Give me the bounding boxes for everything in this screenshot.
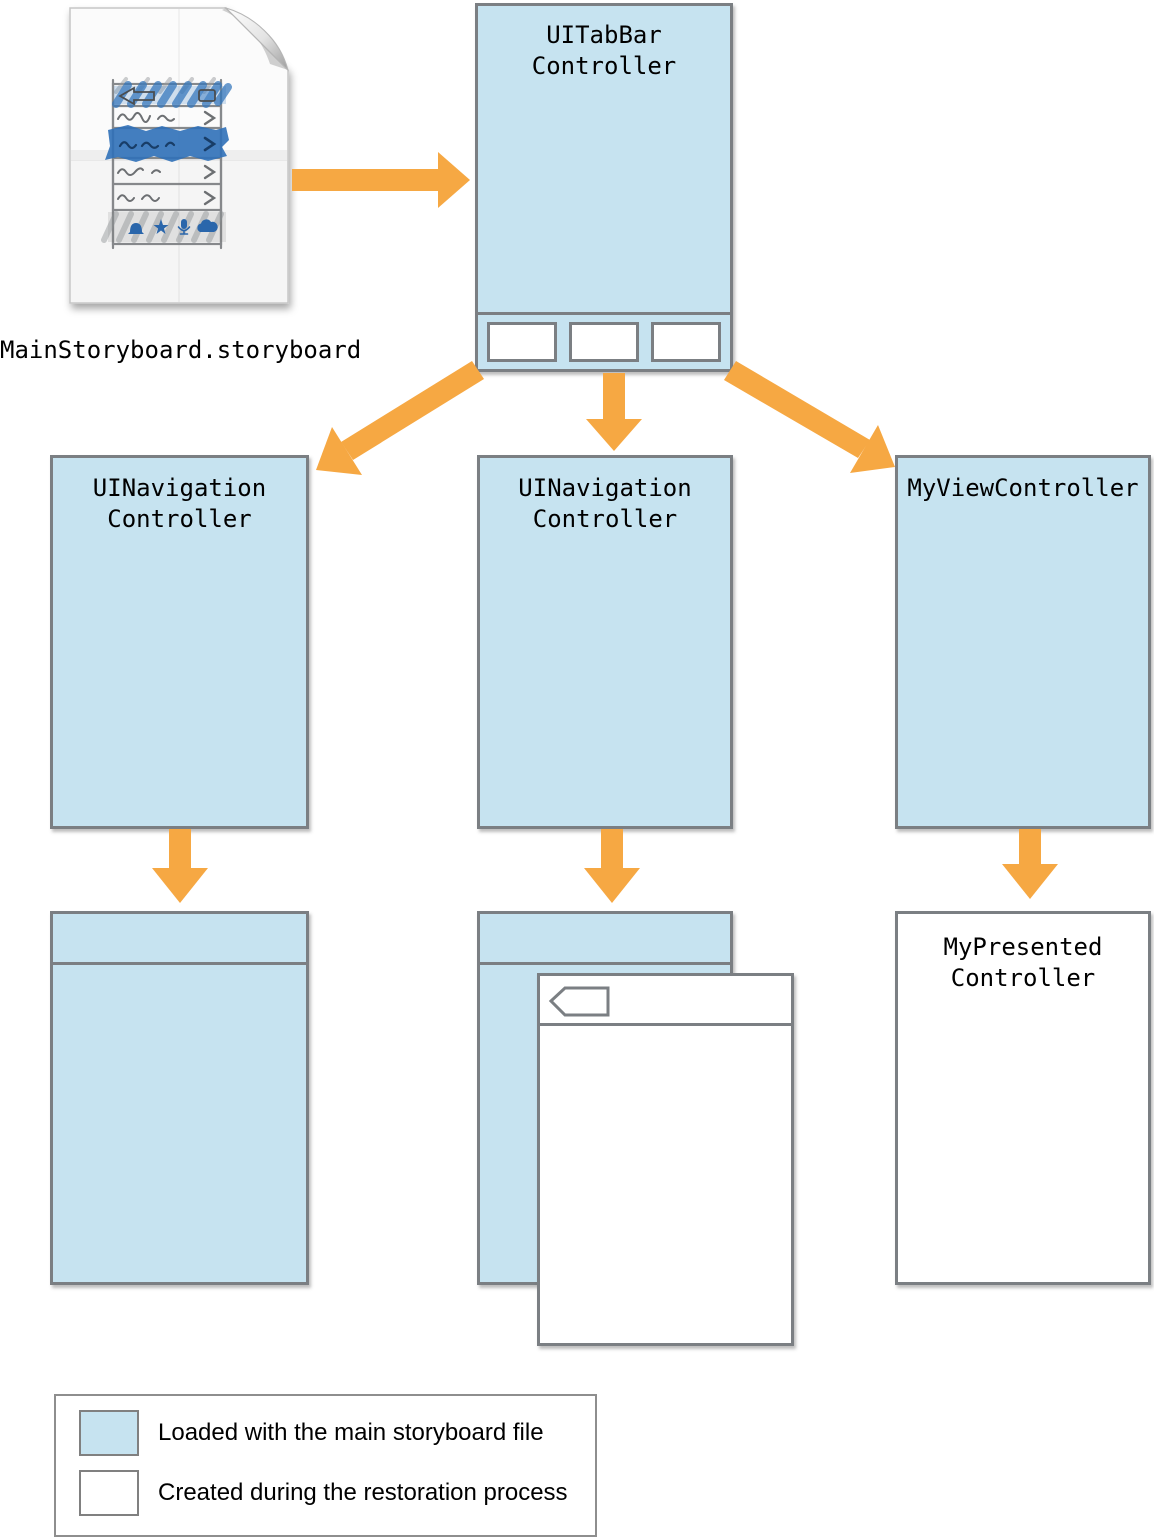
sketch-star-icon — [153, 219, 169, 234]
legend-box: Loaded with the main storyboard file Cre… — [54, 1394, 597, 1537]
restored-detail-box — [537, 973, 794, 1346]
arrow-tabbar-to-myview — [724, 361, 870, 458]
arrow-tabbar-to-nav-left — [341, 361, 484, 460]
sketch-bell-icon — [128, 223, 144, 234]
storyboard-file-icon — [69, 6, 289, 304]
page-curl — [224, 6, 289, 72]
storyboard-sketch — [101, 77, 232, 250]
legend-swatch-restoration — [79, 1470, 139, 1516]
navbar-divider — [480, 962, 730, 965]
sketch-tabbar — [101, 211, 226, 243]
sketch-back-arrow — [118, 86, 155, 106]
my-presented-controller-label: MyPresented Controller — [943, 933, 1103, 992]
tabbar-controller-label: UITabBar Controller — [531, 21, 677, 80]
tab-bar-slot-2 — [569, 322, 639, 362]
navbar-divider — [540, 1023, 791, 1026]
arrowhead-tabbar-to-myview — [850, 425, 895, 473]
sketch-navbar — [112, 81, 232, 108]
nav-controller-box-left: UINavigation Controller — [50, 455, 309, 829]
storyboard-file-label: MainStoryboard.storyboard — [0, 336, 362, 364]
arrowhead-tabbar-to-nav-left — [316, 427, 362, 475]
legend-item-storyboard: Loaded with the main storyboard file — [79, 1408, 544, 1458]
sketch-highlighted-row — [105, 125, 229, 162]
my-presented-controller-box: MyPresented Controller — [895, 911, 1151, 1285]
back-button-icon — [548, 986, 610, 1017]
my-view-controller-label: MyViewController — [907, 474, 1139, 502]
arrow-nav-middle-down — [584, 829, 640, 903]
arrow-storyboard-to-tabbar — [292, 152, 470, 208]
legend-label-storyboard: Loaded with the main storyboard file — [158, 1419, 544, 1446]
arrow-tabbar-to-nav-middle — [586, 373, 642, 451]
sketch-cloud-icon — [197, 219, 218, 232]
tab-bar-slot-1 — [487, 322, 557, 362]
nav-controller-middle-label: UINavigation Controller — [518, 474, 692, 533]
tabbar-tray — [478, 312, 730, 369]
sketch-nav-button — [198, 89, 216, 102]
arrow-myview-down — [1002, 829, 1058, 899]
nav-controller-left-label: UINavigation Controller — [92, 474, 267, 533]
arrow-nav-left-down — [152, 829, 208, 903]
my-view-controller-box: MyViewController — [895, 455, 1151, 829]
sketch-mic-icon — [177, 219, 191, 235]
tab-bar-slot-3 — [651, 322, 721, 362]
tabbar-controller-box: UITabBar Controller — [475, 3, 733, 372]
nav-content-box-left — [50, 911, 309, 1285]
navbar-divider — [53, 962, 306, 965]
nav-controller-box-middle: UINavigation Controller — [477, 455, 733, 829]
legend-label-restoration: Created during the restoration process — [158, 1479, 568, 1506]
legend-item-restoration: Created during the restoration process — [79, 1468, 568, 1518]
legend-swatch-storyboard — [79, 1410, 139, 1456]
